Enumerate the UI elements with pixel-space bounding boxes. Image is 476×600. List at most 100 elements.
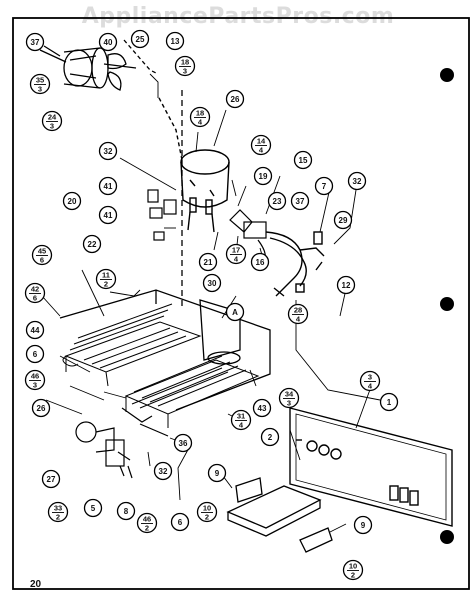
callout-number: 46 (143, 515, 151, 524)
callout-number: 27 (47, 475, 56, 484)
callout-sheet: 3 (183, 67, 187, 76)
callout-c26b: 26 (31, 398, 51, 418)
callout-number: 35 (36, 76, 44, 85)
callout-circle (116, 501, 136, 521)
callout-number: 5 (91, 504, 96, 513)
callout-circle (353, 515, 373, 535)
callout-circle (31, 244, 53, 266)
callout-circle (314, 176, 334, 196)
callout-circle (202, 273, 222, 293)
callout-c284: 284 (287, 303, 309, 325)
callout-circle (225, 302, 245, 322)
page-number: 20 (30, 579, 42, 590)
callout-number: 32 (353, 177, 362, 186)
binder-hole-top (440, 68, 454, 82)
callout-c8: 8 (116, 501, 136, 521)
condenser-coil-left (62, 303, 202, 387)
callout-circle (29, 73, 51, 95)
callout-sheet: 2 (145, 524, 149, 533)
callout-c32c: 32 (153, 461, 173, 481)
callout-circle (165, 31, 185, 51)
callout-c102a: 102 (196, 501, 218, 523)
callout-number: 10 (349, 562, 357, 571)
callout-c5: 5 (83, 498, 103, 518)
callout-c12: 12 (336, 275, 356, 295)
callout-sheet: 4 (234, 255, 239, 264)
callout-sheet: 4 (296, 315, 301, 324)
callout-c32a: 32 (98, 141, 118, 161)
callout-circle (267, 191, 287, 211)
callout-circle (347, 171, 367, 191)
callout-number: 29 (339, 216, 348, 225)
wire-harness (265, 231, 325, 297)
fan-motor-assembly (39, 39, 159, 91)
relay-overload-parts (147, 189, 267, 263)
callout-number: 26 (231, 95, 240, 104)
callout-c18: 183 (174, 55, 196, 77)
callout-number: 2 (268, 433, 273, 442)
callout-sheet: 6 (33, 294, 37, 303)
callout-sheet: 2 (351, 571, 355, 580)
callout-circle (333, 210, 353, 230)
callout-circle (250, 134, 272, 156)
watermark-text: AppliancePartsPros.com (81, 4, 395, 29)
callout-circle (250, 252, 270, 272)
callout-number: 6 (178, 518, 183, 527)
callout-circle (230, 409, 252, 431)
callout-circle (287, 303, 309, 325)
callout-number: 41 (104, 182, 113, 191)
callout-c144: 144 (250, 134, 272, 156)
callout-number: 12 (342, 281, 351, 290)
callout-circle (290, 191, 310, 211)
callout-circle (207, 463, 227, 483)
callout-c463: 463 (24, 369, 46, 391)
callout-number: 44 (31, 326, 40, 335)
callout-circle (98, 141, 118, 161)
callout-sheet: 4 (259, 146, 264, 155)
callout-number: 13 (171, 37, 180, 46)
callout-number: 31 (237, 412, 245, 421)
callout-c36: 36 (173, 433, 193, 453)
callout-sheet: 4 (198, 118, 203, 127)
callout-number: 21 (204, 258, 213, 267)
callout-c37a: 37 (25, 32, 45, 52)
callout-circle (225, 89, 245, 109)
callout-number: 20 (68, 197, 77, 206)
callout-number: 45 (38, 247, 46, 256)
callout-circle (342, 559, 364, 581)
base-pan (59, 90, 271, 411)
callout-c16: 16 (250, 252, 270, 272)
callout-circle (98, 176, 118, 196)
callout-c112: 112 (95, 268, 117, 290)
callout-number: 22 (88, 240, 97, 249)
callout-sheet: 3 (287, 399, 291, 408)
callout-number: 32 (159, 467, 168, 476)
diagram-frame (12, 17, 470, 590)
callout-c25: 25 (130, 29, 150, 49)
callout-number: 9 (361, 521, 366, 530)
binder-hole-middle (440, 297, 454, 311)
callout-c6b: 6 (170, 512, 190, 532)
callout-circle (293, 150, 313, 170)
callout-cA: A (225, 302, 245, 322)
callout-c44: 44 (25, 320, 45, 340)
callout-c37b: 37 (290, 191, 310, 211)
callout-circle (174, 55, 196, 77)
callout-circle (130, 29, 150, 49)
callout-number: 19 (259, 172, 268, 181)
callout-c13: 13 (165, 31, 185, 51)
callout-circle (225, 243, 247, 265)
drain-tray (226, 477, 333, 553)
callout-number: 34 (285, 390, 294, 399)
callout-number: 17 (232, 246, 240, 255)
callout-c462: 462 (136, 512, 158, 534)
callout-c2: 2 (260, 427, 280, 447)
callout-c30: 30 (202, 273, 222, 293)
callout-sheet: 3 (38, 85, 42, 94)
callout-circle (25, 32, 45, 52)
callout-number: 33 (54, 504, 62, 513)
callout-c6a: 6 (25, 344, 45, 364)
callout-number: 37 (31, 38, 40, 47)
callout-circle (25, 320, 45, 340)
